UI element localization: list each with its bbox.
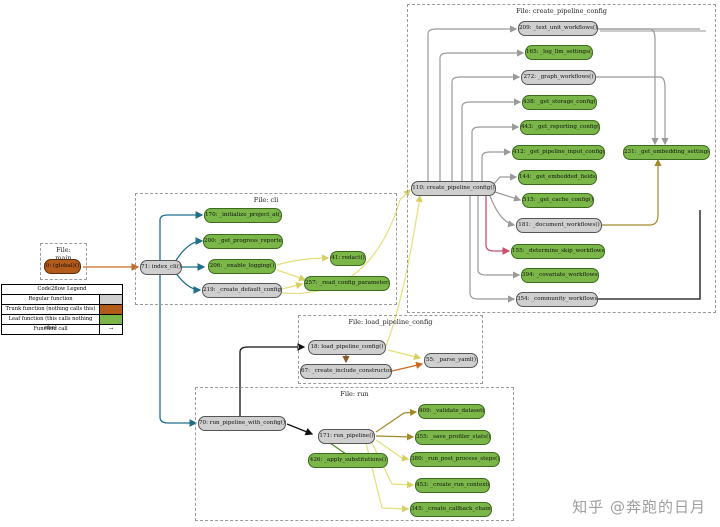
legend-row-regular: Regular function bbox=[2, 295, 122, 305]
cluster-load-pipeline-config: File: load_pipeline_config bbox=[298, 315, 483, 384]
edge-run-post-process bbox=[375, 439, 410, 462]
edge-cpc-document bbox=[489, 195, 516, 228]
node-get-progress-reporter[interactable]: 200: _get_progress_reporter() bbox=[203, 234, 283, 249]
node-create-callback-chain[interactable]: 345: _create_callback_chain() bbox=[410, 502, 492, 517]
edge-cpc-reporting bbox=[471, 123, 520, 182]
cluster-title: File: run bbox=[340, 390, 369, 398]
node-log-llm-settings[interactable]: 165: _log_llm_settings() bbox=[525, 45, 593, 60]
node-get-embedding-settings[interactable]: 231: _get_embedding_settings() bbox=[623, 145, 710, 160]
cluster-title: File: cli bbox=[253, 196, 279, 204]
edge-logging-redact bbox=[276, 254, 330, 266]
node-determine-skip-workflows[interactable]: 155: _determine_skip_workflows() bbox=[511, 244, 605, 259]
node-get-embedded-fields[interactable]: 144: _get_embedded_fields() bbox=[518, 170, 597, 185]
edge-document-embedding bbox=[602, 158, 662, 226]
edge-run-apply-subs bbox=[329, 442, 347, 455]
cluster-cli: File: cli bbox=[135, 193, 397, 305]
edge-community-embedding bbox=[598, 210, 701, 300]
node-redact[interactable]: 41: redact() bbox=[330, 251, 366, 266]
edge-cpc-cache bbox=[494, 191, 522, 202]
node-load-pipeline-config[interactable]: 18: load_pipeline_config() bbox=[308, 340, 386, 355]
edge-rpwc-load-config bbox=[239, 343, 306, 416]
legend-swatch-leaf bbox=[100, 315, 122, 324]
edge-logging-read-params bbox=[276, 269, 307, 282]
node-community-workflows[interactable]: 354: _community_workflows() bbox=[516, 292, 598, 307]
cluster-title: File: __main__ bbox=[48, 246, 79, 262]
legend-label-leaf: Leaf function (this calls nothing else) bbox=[2, 315, 100, 331]
edge-cpc-skip bbox=[485, 196, 511, 255]
legend-title: Code2flow Legend bbox=[2, 285, 122, 295]
edge-include-parse-yaml bbox=[391, 361, 424, 372]
legend-label-call: Function call bbox=[2, 325, 100, 334]
legend-row-trunk: Trunk function (nothing calls this) bbox=[2, 305, 122, 315]
cluster-main: File: __main__ bbox=[40, 243, 87, 280]
edge-graph-embedding bbox=[596, 76, 669, 146]
edge-cpc-input bbox=[481, 148, 512, 182]
node-create-pipeline-config[interactable]: 110: create_pipeline_config() bbox=[411, 181, 496, 196]
edge-index-cli-default-config bbox=[174, 271, 202, 294]
edge-index-cli-reporter bbox=[174, 237, 204, 263]
edge-cpc-covariate bbox=[477, 196, 521, 279]
node-apply-substitutions[interactable]: 426: _apply_substitutions() bbox=[308, 453, 388, 468]
node-initialize-project-at[interactable]: 170: _initialize_project_at() bbox=[204, 208, 282, 223]
node-covariate-workflows[interactable]: 394: _covariate_workflows() bbox=[521, 268, 599, 283]
edge-run-profiler bbox=[375, 433, 415, 441]
node-index-cli[interactable]: 71: index_cli() bbox=[140, 260, 182, 275]
node-text-unit-workflows[interactable]: 209: _text_unit_workflows() bbox=[518, 21, 598, 36]
edge-load-parse-yaml bbox=[387, 349, 422, 361]
watermark: 知乎 @奔跑的日月 bbox=[572, 498, 706, 516]
cluster-run: File: run bbox=[195, 387, 514, 521]
edge-cpc-log-llm bbox=[439, 49, 525, 182]
node-run-pipeline-with-config[interactable]: 70: run_pipeline_with_config() bbox=[198, 416, 286, 431]
edge-rpwc-run-pipeline bbox=[286, 423, 314, 436]
node-run-post-process-steps[interactable]: 380: _run_post_process_steps() bbox=[410, 452, 500, 467]
legend-swatch-trunk bbox=[100, 305, 122, 314]
node-graph-workflows[interactable]: 272: _graph_workflows() bbox=[521, 70, 596, 85]
node-enable-logging[interactable]: 206: _enable_logging() bbox=[208, 259, 276, 274]
node-parse-yaml[interactable]: 55: _parse_yaml() bbox=[424, 353, 478, 368]
node-document-workflows[interactable]: 181: _document_workflows() bbox=[516, 218, 602, 233]
node-create-default-config[interactable]: 219: _create_default_config() bbox=[202, 283, 282, 298]
node-get-pipeline-input-config[interactable]: 412: _get_pipeline_input_config() bbox=[512, 145, 605, 160]
legend-row-leaf: Leaf function (this calls nothing else) bbox=[2, 315, 122, 331]
cluster-title: File: load_pipeline_config bbox=[348, 318, 433, 326]
arrow-icon: → bbox=[108, 326, 114, 332]
edge-load-config-create-pipeline bbox=[385, 194, 423, 347]
edge-cpc-graph bbox=[451, 73, 521, 182]
node-get-storage-config[interactable]: 438: _get_storage_config() bbox=[522, 95, 597, 110]
node-create-include-constructor[interactable]: 67: _create_include_constructor() bbox=[300, 364, 392, 379]
node-run-pipeline[interactable]: 171: run_pipeline() bbox=[318, 429, 375, 444]
legend-label-trunk: Trunk function (nothing calls this) bbox=[2, 305, 100, 314]
node-create-run-context[interactable]: 453: _create_run_context() bbox=[415, 478, 490, 493]
legend-row-call: Function call → bbox=[2, 325, 122, 334]
edge-index-cli-run-pipeline-with-config bbox=[159, 274, 198, 427]
legend-swatch-regular bbox=[100, 295, 122, 304]
edge-cpc-text-unit bbox=[427, 25, 518, 182]
node-save-profiler-stats[interactable]: 355: _save_profiler_stats() bbox=[415, 430, 491, 445]
legend: Code2flow Legend Regular function Trunk … bbox=[1, 284, 123, 335]
node-read-config-parameters[interactable]: 257: _read_config_parameters() bbox=[304, 276, 390, 291]
cluster-title: File: create_pipeline_config bbox=[516, 7, 607, 15]
edge-cpc-community bbox=[469, 196, 516, 303]
node-get-cache-config[interactable]: 515: _get_cache_config() bbox=[522, 193, 594, 208]
node-get-reporting-config[interactable]: 443: _get_reporting_config() bbox=[520, 120, 600, 135]
edge-run-validate bbox=[375, 408, 418, 433]
node-validate-dataset[interactable]: 409: _validate_dataset() bbox=[418, 404, 485, 419]
node-global[interactable]: 0: (global)() bbox=[44, 259, 81, 274]
edge-default-config-read-params bbox=[281, 281, 304, 290]
cluster-create-pipeline-config: File: create_pipeline_config bbox=[407, 4, 716, 313]
edge-cpc-storage bbox=[461, 98, 522, 182]
legend-label-regular: Regular function bbox=[2, 295, 100, 304]
edge-index-cli-initialize bbox=[159, 211, 204, 260]
